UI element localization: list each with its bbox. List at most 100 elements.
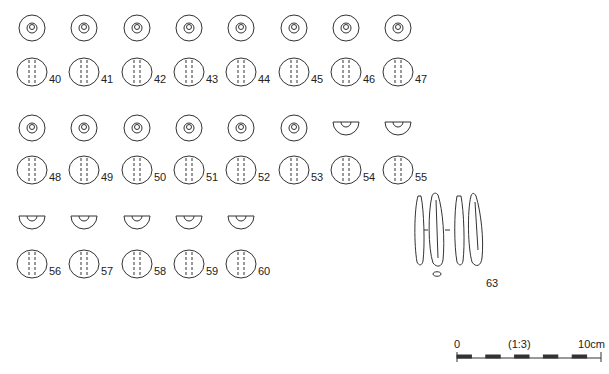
callout-number: 41	[101, 74, 113, 85]
bead-hole	[82, 25, 87, 30]
bead-side-view	[122, 58, 152, 86]
bead-hole	[30, 25, 35, 30]
bead-group	[17, 15, 413, 278]
callout-number: 40	[49, 74, 61, 85]
bead-perforation	[297, 158, 298, 182]
bead-hole	[135, 25, 140, 30]
bead-perforation	[186, 60, 187, 84]
callout-number: 52	[258, 172, 270, 183]
bead-perforation	[134, 60, 135, 84]
bead-top-view	[19, 115, 45, 141]
bead-top-view	[281, 115, 307, 141]
bead-perforation	[291, 158, 292, 182]
callout-number: 57	[101, 266, 113, 277]
scale-bar	[457, 352, 601, 362]
scale-label: 0	[454, 339, 460, 350]
bead-side-view	[122, 156, 152, 184]
bead-top-view	[333, 15, 359, 41]
callout-number: 60	[258, 266, 270, 277]
bead-perforation	[291, 60, 292, 84]
bead-top-view	[19, 15, 45, 41]
bead-hole	[393, 122, 403, 127]
bead-perforation	[81, 60, 82, 84]
bead-hole-rim	[289, 123, 299, 133]
bead-hole-rim	[27, 23, 37, 33]
bead-perforation	[140, 158, 141, 182]
bead-perforation	[395, 158, 396, 182]
bead-half-top-view	[124, 216, 150, 229]
bead-perforation	[349, 158, 350, 182]
bead-perforation	[35, 60, 36, 84]
bead-perforation	[35, 158, 36, 182]
bead-hole	[30, 125, 35, 130]
bead-perforation	[238, 158, 239, 182]
bead-top-view	[228, 15, 254, 41]
bead-side-view	[69, 156, 99, 184]
bead-hole-rim	[184, 123, 194, 133]
callout-number: 46	[363, 74, 375, 85]
bead-side-view	[122, 250, 152, 278]
bead-top-view	[176, 115, 202, 141]
bead-perforation	[238, 60, 239, 84]
bead-hole	[396, 25, 401, 30]
bead-hole	[341, 122, 351, 127]
bead-perforation	[238, 252, 239, 276]
bead-perforation	[244, 60, 245, 84]
callout-number: 45	[311, 74, 323, 85]
bead-perforation	[35, 252, 36, 276]
bead-hole	[82, 125, 87, 130]
bead-side-view	[226, 156, 256, 184]
bead-hole	[292, 125, 297, 130]
callout-number: 51	[206, 172, 218, 183]
callout-number: 43	[206, 74, 218, 85]
bead-hole-rim	[132, 123, 142, 133]
bead-top-view	[124, 15, 150, 41]
bead-hole	[135, 125, 140, 130]
bead-perforation	[81, 158, 82, 182]
bead-half-top-view	[333, 122, 359, 135]
bead-perforation	[192, 158, 193, 182]
callout-number: 59	[206, 266, 218, 277]
bead-hole-rim	[393, 23, 403, 33]
bead-perforation	[192, 252, 193, 276]
bead-hole-rim	[27, 123, 37, 133]
bead-hole-rim	[132, 23, 142, 33]
bead-side-view	[174, 250, 204, 278]
bead-perforation	[140, 60, 141, 84]
bead-hole	[187, 25, 192, 30]
bead-half-top-view	[71, 216, 97, 229]
bead-top-view	[228, 115, 254, 141]
callout-number: 42	[154, 74, 166, 85]
bead-hole-rim	[341, 23, 351, 33]
bead-side-view	[69, 250, 99, 278]
bead-perforation	[343, 60, 344, 84]
bead-hole	[27, 216, 37, 221]
bead-perforation	[87, 252, 88, 276]
callout-number: 63	[486, 278, 498, 289]
bead-side-view	[17, 250, 47, 278]
bead-side-view	[331, 58, 361, 86]
bead-perforation	[186, 252, 187, 276]
bead-perforation	[297, 60, 298, 84]
bead-side-view	[226, 58, 256, 86]
bead-half-top-view	[385, 122, 411, 135]
bead-side-view	[174, 156, 204, 184]
bead-hole	[187, 125, 192, 130]
bead-side-view	[69, 58, 99, 86]
bead-perforation	[401, 158, 402, 182]
bead-side-view	[174, 58, 204, 86]
bead-perforation	[29, 158, 30, 182]
callout-number: 44	[258, 74, 270, 85]
bead-side-view	[383, 58, 413, 86]
bead-perforation	[81, 252, 82, 276]
bead-hole-rim	[236, 23, 246, 33]
bead-hole	[184, 216, 194, 221]
callout-number: 54	[363, 172, 375, 183]
bead-half-top-view	[228, 216, 254, 229]
scale-label: (1:3)	[508, 339, 531, 350]
bead-side-view	[17, 58, 47, 86]
bead-top-view	[385, 15, 411, 41]
bead-top-view	[124, 115, 150, 141]
